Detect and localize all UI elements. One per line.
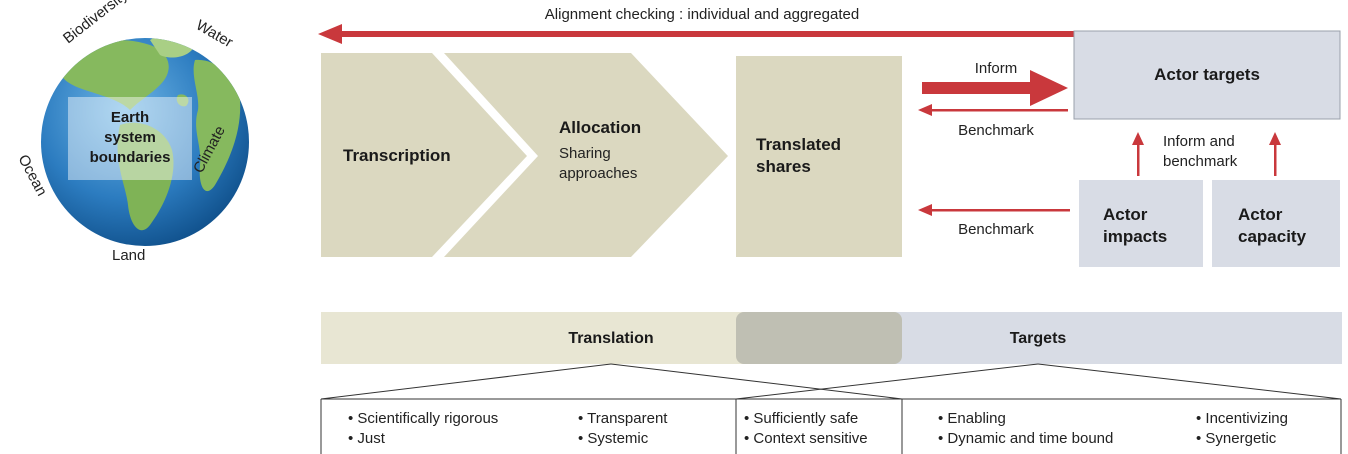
- actor-impacts-line-2: impacts: [1103, 227, 1167, 246]
- allocation-sub-line-1: Sharing: [559, 145, 611, 162]
- criterion-dynamic-time-bound: • Dynamic and time bound: [938, 430, 1113, 447]
- inform-benchmark-arrow-right: [1269, 132, 1281, 176]
- alignment-arrow-label: Alignment checking : individual and aggr…: [545, 6, 859, 23]
- inform-arrow: [922, 70, 1068, 106]
- criterion-context-sensitive: • Context sensitive: [744, 430, 868, 447]
- overlap-band: [736, 312, 902, 364]
- earth-globe: Earth system boundaries: [41, 38, 249, 246]
- globe-center-line-3: boundaries: [90, 149, 171, 166]
- translation-band: [321, 312, 751, 364]
- actor-targets-box: [1073, 30, 1341, 120]
- criterion-synergetic: • Synergetic: [1196, 430, 1277, 447]
- criterion-sufficiently-safe: • Sufficiently safe: [744, 410, 858, 427]
- benchmark-upper-label: Benchmark: [958, 122, 1034, 139]
- criterion-systemic: • Systemic: [578, 430, 649, 447]
- benchmark-arrow-lower: [918, 204, 1070, 216]
- actor-targets-label: Actor targets: [1154, 65, 1260, 84]
- label-land: Land: [112, 247, 145, 264]
- globe-center-line-2: system: [104, 129, 156, 146]
- targets-band: [880, 312, 1342, 364]
- benchmark-lower-label: Benchmark: [958, 221, 1034, 238]
- transcription-label: Transcription: [343, 146, 451, 165]
- label-water: Water: [193, 17, 236, 51]
- actor-capacity-line-1: Actor: [1238, 205, 1283, 224]
- allocation-title: Allocation: [559, 118, 641, 137]
- translated-shares-line-2: shares: [756, 157, 811, 176]
- label-biodiversity: Biodiversity: [60, 0, 131, 47]
- translation-band-label: Translation: [568, 330, 653, 347]
- inform-and-benchmark-line-1: Inform and: [1163, 133, 1235, 150]
- benchmark-arrow-upper: [918, 104, 1068, 116]
- inform-benchmark-arrow-left: [1132, 132, 1144, 176]
- criterion-transparent: • Transparent: [578, 410, 668, 427]
- allocation-sub-line-2: approaches: [559, 165, 637, 182]
- criterion-just: • Just: [348, 430, 386, 447]
- criterion-incentivizing: • Incentivizing: [1196, 410, 1288, 427]
- translated-shares-box: [736, 56, 902, 257]
- inform-and-benchmark-line-2: benchmark: [1163, 153, 1238, 170]
- criterion-scientifically-rigorous: • Scientifically rigorous: [348, 410, 498, 427]
- alignment-arrow: [318, 24, 1074, 44]
- actor-impacts-line-1: Actor: [1103, 205, 1148, 224]
- allocation-chevron: [444, 53, 728, 257]
- criteria-box: [320, 398, 1342, 454]
- actor-impacts-box: [1079, 180, 1203, 267]
- alignment-arrow-head: [318, 24, 342, 44]
- inform-label: Inform: [975, 60, 1018, 77]
- globe-continents: [59, 38, 241, 231]
- actor-capacity-line-2: capacity: [1238, 227, 1307, 246]
- actor-capacity-box: [1212, 180, 1340, 267]
- globe-center-line-1: Earth: [111, 109, 149, 126]
- targets-band-label: Targets: [1010, 330, 1067, 347]
- criterion-enabling: • Enabling: [938, 410, 1006, 427]
- transcription-chevron: [321, 53, 527, 257]
- earth-system-panel: [68, 97, 192, 180]
- translated-shares-line-1: Translated: [756, 135, 841, 154]
- criteria-fan-lines: [320, 363, 1342, 400]
